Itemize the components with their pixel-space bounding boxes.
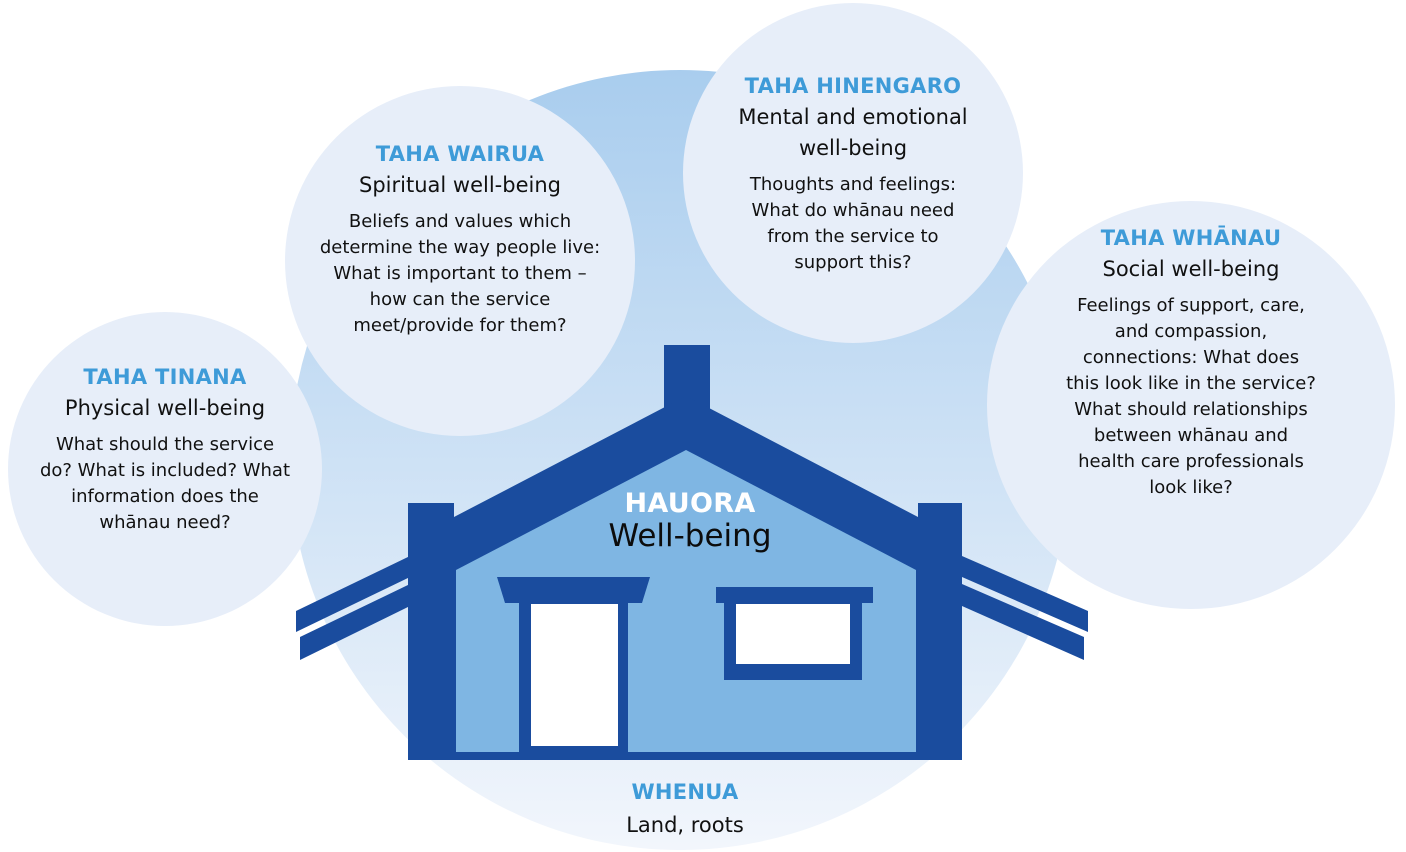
dimension-description: Beliefs and values which determine the w… <box>319 211 601 336</box>
dimension-subtitle: Spiritual well-being <box>359 173 561 197</box>
house-window-lintel <box>716 587 873 603</box>
center-subtitle: Well-being <box>608 518 772 554</box>
dimension-subtitle: Social well-being <box>1102 257 1280 281</box>
house-left-maihi <box>296 556 410 660</box>
dimension-description: Thoughts and feelings: What do whānau ne… <box>749 174 957 273</box>
base-title: WHENUA <box>631 780 739 804</box>
bubble-tinana <box>8 312 322 626</box>
base-subtitle: Land, roots <box>626 813 744 837</box>
house-window <box>736 604 850 664</box>
center-label: HAUORA Well-being <box>540 488 840 552</box>
center-title: HAUORA <box>624 488 756 519</box>
dimension-wairua: TAHA WAIRUA Spiritual well-being Beliefs… <box>318 142 602 339</box>
dimension-title: TAHA TINANA <box>83 365 247 389</box>
base-label: WHENUA Land, roots <box>560 780 810 841</box>
dimension-description: Feelings of support, care, and compassio… <box>1066 295 1316 498</box>
house-door <box>531 604 618 746</box>
dimension-title: TAHA WAIRUA <box>375 142 545 166</box>
bubble-whanau <box>987 201 1395 609</box>
dimension-tinana: TAHA TINANA Physical well-being What sho… <box>28 365 302 536</box>
dimension-subtitle: Mental and emotional well-being <box>738 105 968 160</box>
dimension-description: What should the service do? What is incl… <box>39 434 291 533</box>
bubble-hinengaro <box>683 3 1023 343</box>
dimension-hinengaro: TAHA HINENGARO Mental and emotional well… <box>718 74 988 276</box>
dimension-title: TAHA HINENGARO <box>744 74 962 98</box>
house-right-maihi <box>962 556 1088 660</box>
bubble-wairua <box>285 86 635 436</box>
dimension-title: TAHA WHĀNAU <box>1100 226 1282 250</box>
dimension-subtitle: Physical well-being <box>64 396 266 420</box>
house-door-lintel <box>497 577 650 603</box>
dimension-whanau: TAHA WHĀNAU Social well-being Feelings o… <box>1058 226 1324 501</box>
